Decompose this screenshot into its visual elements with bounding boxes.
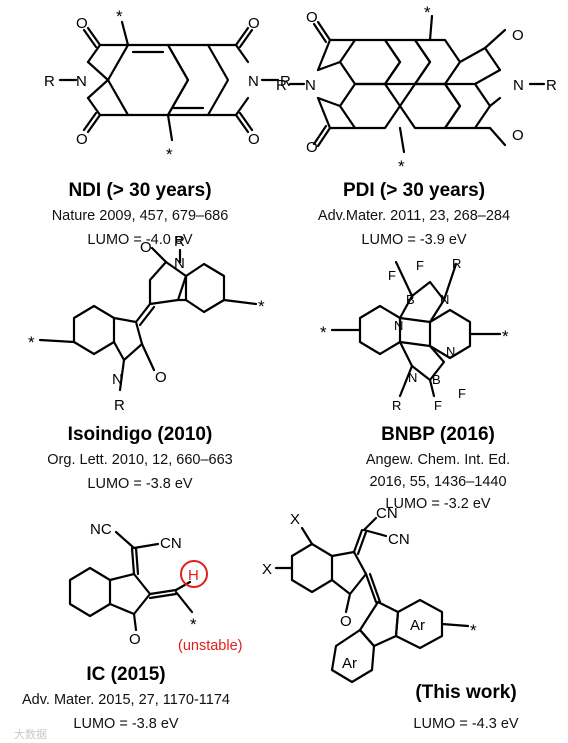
pdi-star-bottom: *	[398, 157, 405, 176]
pdi-star-top: *	[424, 3, 431, 22]
bnbp-r-top: R	[452, 256, 461, 271]
ndi-star-top: *	[116, 7, 123, 26]
ndi-n-right: N	[248, 73, 259, 90]
pdi-o4: O	[512, 127, 524, 144]
this-work-lumo: LUMO = -4.3 eV	[413, 716, 518, 732]
ic-title: IC (2015)	[86, 664, 165, 685]
pdi-n-right: N	[513, 77, 524, 94]
bnbp-reference-line2: 2016, 55, 1436–1440	[369, 474, 506, 490]
ic-o-label: O	[129, 631, 141, 648]
ndi-lumo: LUMO = -4.0 eV	[87, 232, 192, 248]
this-cn-top: CN	[376, 505, 398, 522]
pdi-r-left: R	[276, 77, 287, 94]
pdi-o1: O	[306, 9, 318, 26]
isoindigo-star-left: *	[28, 333, 35, 352]
this-ar-right: Ar	[410, 617, 425, 634]
this-work-title: (This work)	[415, 682, 516, 703]
isoindigo-o-bottom: O	[155, 369, 167, 386]
isoindigo-title: Isoindigo (2010)	[68, 424, 213, 445]
ndi-o2: O	[248, 15, 260, 32]
ic-lumo: LUMO = -3.8 eV	[73, 716, 178, 732]
isoindigo-o-top: O	[140, 239, 152, 256]
bnbp-n-py-left: N	[394, 318, 403, 333]
bnbp-title: BNBP (2016)	[381, 424, 495, 445]
ndi-r-right: R	[280, 73, 291, 90]
pdi-n-left: N	[305, 77, 316, 94]
isoindigo-lumo: LUMO = -3.8 eV	[87, 476, 192, 492]
ndi-title: NDI (> 30 years)	[68, 180, 211, 201]
pdi-o2: O	[512, 27, 524, 44]
this-work-structure	[274, 516, 470, 684]
ic-star: *	[190, 615, 197, 634]
isoindigo-structure	[38, 246, 258, 392]
bnbp-r-bottom: R	[392, 398, 401, 413]
bnbp-lumo: LUMO = -3.2 eV	[385, 496, 490, 512]
ndi-o1: O	[76, 15, 88, 32]
pdi-lumo: LUMO = -3.9 eV	[361, 232, 466, 248]
ic-unstable-note: (unstable)	[178, 638, 242, 654]
bnbp-f-bottom: F	[434, 398, 442, 413]
isoindigo-n-bottom: N	[112, 371, 123, 388]
bnbp-star-left: *	[320, 323, 327, 342]
ndi-n-left: N	[76, 73, 87, 90]
isoindigo-r-top: R	[174, 233, 185, 250]
pdi-o3: O	[306, 139, 318, 156]
bnbp-f-top-left: F	[388, 268, 396, 283]
bnbp-b-top: B	[406, 292, 415, 307]
this-star: *	[470, 621, 477, 640]
ndi-star-bottom: *	[166, 145, 173, 164]
ndi-o4: O	[248, 131, 260, 148]
pdi-r-right: R	[546, 77, 557, 94]
bnbp-n-bottom: N	[408, 370, 417, 385]
bnbp-n-py-right: N	[446, 344, 455, 359]
ic-cn-label: CN	[160, 535, 182, 552]
ndi-r-left: R	[44, 73, 55, 90]
bnbp-f-bottom-right: F	[458, 386, 466, 401]
bnbp-b-bottom: B	[432, 372, 441, 387]
bnbp-star-right: *	[502, 327, 509, 346]
pdi-reference: Adv.Mater. 2011, 23, 268–284	[318, 208, 510, 224]
watermark: 大数据	[14, 727, 47, 741]
this-o-label: O	[340, 613, 352, 630]
ic-h-label: H	[188, 567, 199, 584]
this-x-left: X	[262, 561, 272, 578]
pdi-structure	[288, 14, 546, 154]
ndi-structure	[58, 20, 280, 142]
ic-reference: Adv. Mater. 2015, 27, 1170-1174	[22, 692, 230, 708]
isoindigo-reference: Org. Lett. 2010, 12, 660–663	[47, 452, 232, 468]
this-x-top: X	[290, 511, 300, 528]
bnbp-reference-line1: Angew. Chem. Int. Ed.	[366, 452, 510, 468]
bnbp-structure	[330, 260, 502, 398]
this-cn-right: CN	[388, 531, 410, 548]
isoindigo-star-right: *	[258, 297, 265, 316]
pdi-title: PDI (> 30 years)	[343, 180, 485, 201]
ic-structure	[68, 530, 194, 632]
ic-nc-label: NC	[90, 521, 112, 538]
isoindigo-r-bottom: R	[114, 397, 125, 414]
bnbp-f-top: F	[416, 258, 424, 273]
ic-h-highlight-circle	[180, 560, 208, 588]
bnbp-n-top: N	[440, 292, 449, 307]
this-ar-left: Ar	[342, 655, 357, 672]
ndi-o3: O	[76, 131, 88, 148]
ndi-reference: Nature 2009, 457, 679–686	[52, 208, 229, 224]
isoindigo-n-top: N	[174, 255, 185, 272]
